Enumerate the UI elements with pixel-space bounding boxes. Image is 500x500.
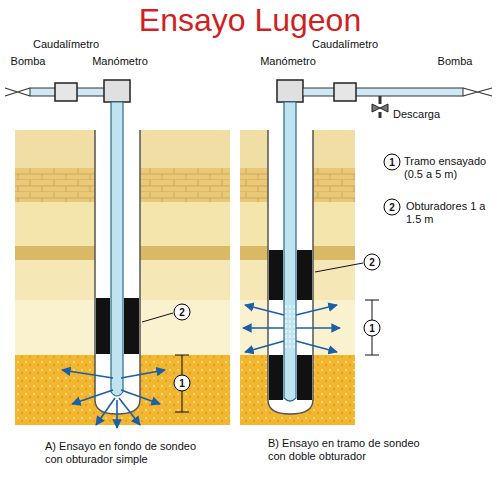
callout-number: 2 [364,254,381,271]
ground-strata [15,130,355,425]
equipment-label: Bomba [438,55,473,68]
packer [124,298,139,354]
pump-line [277,80,492,401]
caption: B) Ensayo en tramo de sondeo con doble o… [268,437,438,463]
callout-number: 1 [384,154,401,171]
seepage-arrows [243,305,340,352]
callout-number: 1 [174,375,191,392]
pump-line [5,80,130,396]
callout-number: 2 [384,199,401,216]
equipment-label: Descarga [393,108,440,121]
callout-number: 2 [174,304,191,321]
seepage-arrows [62,370,165,428]
legend-note: Obturadores 1 a 1.5 m [406,200,486,226]
equipment-label: Caudalímetro [33,38,99,51]
packer [96,298,110,354]
packer [269,250,283,300]
packer [297,355,312,400]
legend-note: Tramo ensayado (0.5 a 5 m) [404,155,496,181]
equipment-label: Bomba [11,55,46,68]
packer [297,250,312,300]
callout-number: 1 [364,320,381,337]
equipment-label: Manómetro [92,55,148,68]
packer [269,355,283,400]
caption: A) Ensayo en fondo de sondeo con obturad… [45,440,215,466]
equipment-label: Caudalímetro [312,38,378,51]
diagram-title: Ensayo Lugeon [0,0,500,39]
equipment-label: Manómetro [260,55,316,68]
